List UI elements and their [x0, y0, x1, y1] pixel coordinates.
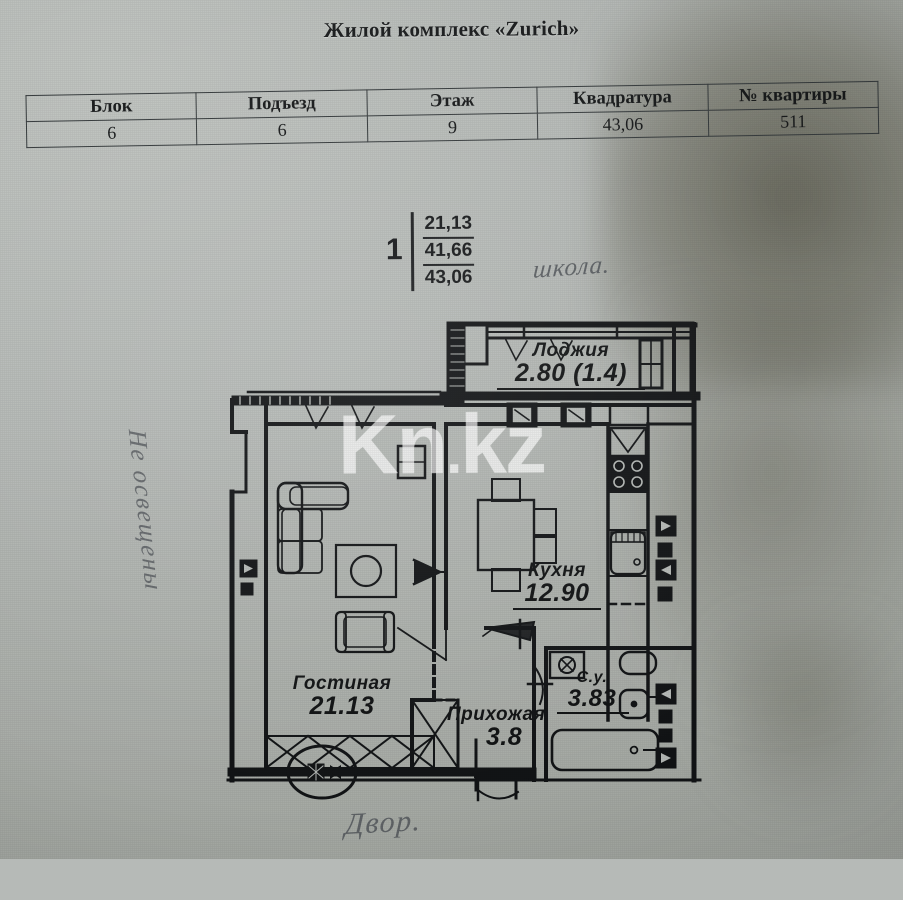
- value-floor: 9: [367, 113, 538, 142]
- living-area-value: 21,13: [422, 211, 475, 240]
- handwritten-note-yard: Двор.: [344, 803, 423, 842]
- room-name-wc: С.у.: [576, 669, 608, 686]
- room-label-hall: Прихожая 3.8: [447, 705, 567, 751]
- apartment-info-table: Блок Подъезд Этаж Квадратура № квартиры …: [25, 81, 879, 167]
- page-title: Жилой комплекс «Zurich»: [323, 15, 580, 43]
- value-entrance: 6: [196, 115, 368, 145]
- value-block: 6: [26, 118, 198, 148]
- room-area-wc: 3.83: [567, 685, 617, 713]
- value-apartment-number: 511: [707, 107, 879, 137]
- area-summary-block: 1 21,13 41,66 43,06: [385, 211, 475, 292]
- room-name-hall: Прихожая: [447, 704, 546, 725]
- handwritten-note-school: школа.: [532, 251, 612, 284]
- room-label-kitchen: Кухня 12.90: [497, 560, 617, 611]
- room-label-living: Гостиная 21.13: [272, 674, 412, 720]
- room-label-wc: С.у. 3.83: [557, 669, 629, 715]
- photo-shadow-upper-right: [600, 0, 903, 390]
- header-apartment-number: № квартиры: [707, 81, 879, 111]
- header-area: Квадратура: [537, 84, 708, 114]
- room-name-living: Гостиная: [292, 673, 392, 694]
- watermark-dot: .: [445, 420, 461, 486]
- watermark-kn-kz: Kn.kz: [338, 395, 545, 493]
- room-area-hall: 3.8: [485, 723, 523, 752]
- room-name-loggia: Лоджия: [532, 340, 610, 361]
- handwritten-note-left: Не освещены: [122, 429, 168, 592]
- watermark-part-kz: kz: [459, 396, 546, 491]
- photo-shadow-right: [640, 300, 903, 730]
- room-name-kitchen: Кухня: [528, 560, 586, 581]
- header-block: Блок: [25, 92, 197, 122]
- usable-area-value: 41,66: [422, 238, 475, 267]
- room-label-loggia: Лоджия 2.80 (1.4): [496, 340, 646, 391]
- total-area-value: 43,06: [424, 266, 473, 289]
- room-area-living: 21.13: [309, 692, 375, 721]
- photo-shadow-lower-right: [700, 620, 903, 900]
- header-entrance: Подъезд: [196, 89, 368, 119]
- room-area-kitchen: 12.90: [524, 579, 590, 608]
- rooms-count: 1: [385, 232, 403, 266]
- watermark-part-kn: Kn: [337, 396, 447, 492]
- header-floor: Этаж: [366, 87, 538, 116]
- value-area: 43,06: [537, 110, 709, 140]
- room-area-loggia: 2.80 (1.4): [514, 359, 627, 388]
